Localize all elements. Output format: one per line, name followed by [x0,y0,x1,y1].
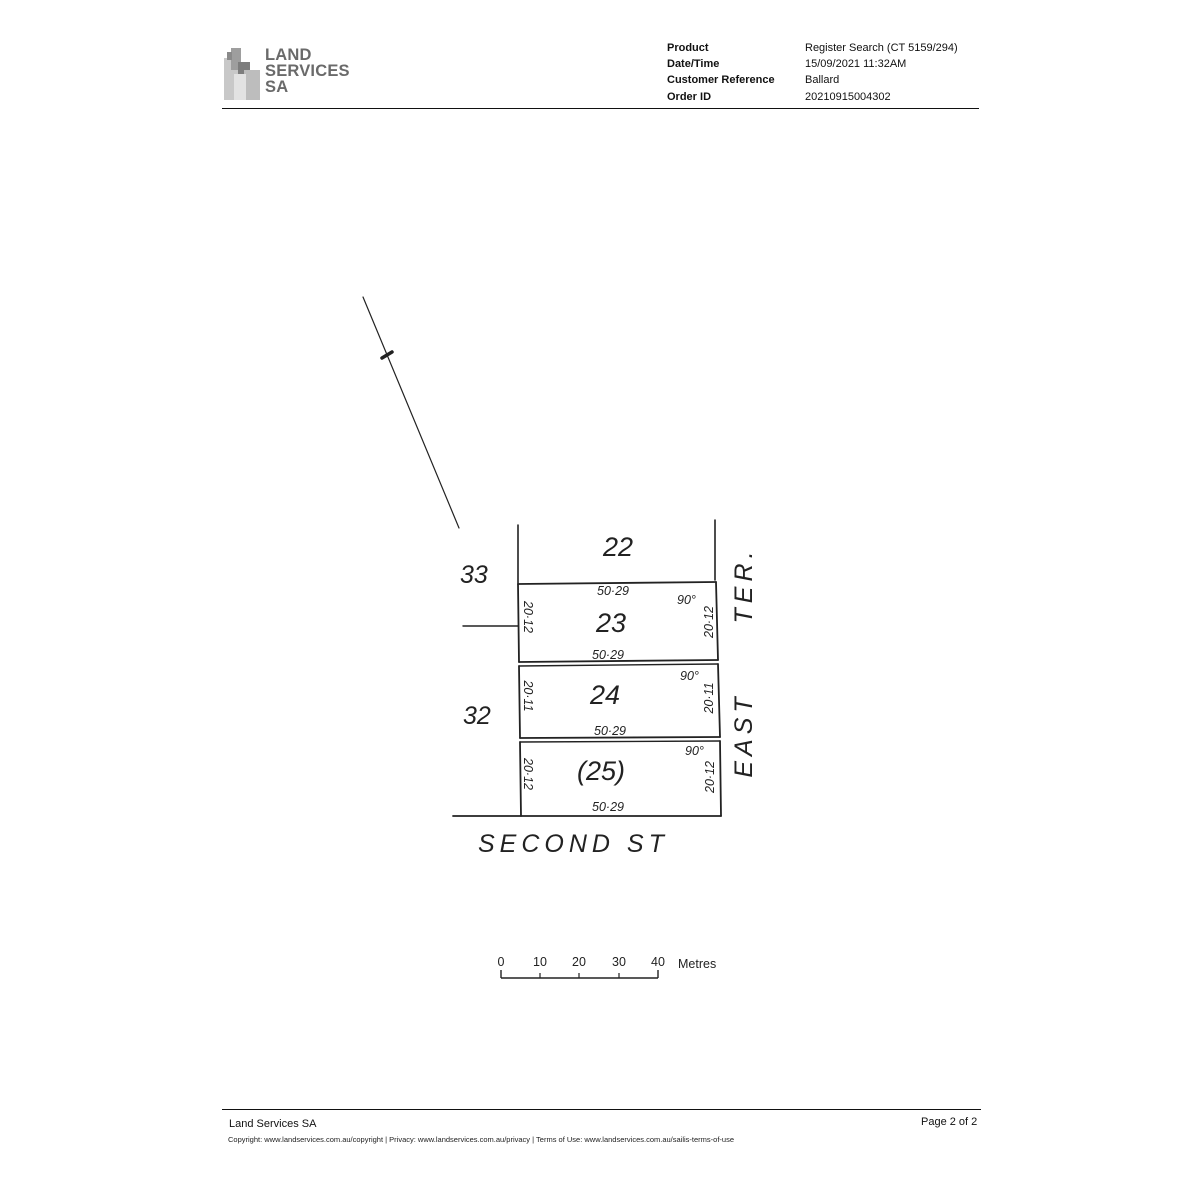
lot-23-bottom-dimension: 50·29 [592,648,624,662]
lot-24-left-boundary [518,665,521,739]
lot-23-right-boundary [715,581,719,661]
street-name-second-st: SECOND ST [478,830,669,858]
lot-25-left-boundary [519,741,522,817]
footer-legal-links: Copyright: www.landservices.com.au/copyr… [228,1135,735,1144]
lot-24-bottom-boundary-double [519,740,721,743]
neighbour-lot-33: 33 [460,561,488,589]
lot-25-right-boundary [719,740,722,817]
neighbour-lot-32: 32 [463,702,491,730]
meta-value: 15/09/2021 11:32AM [805,58,907,71]
lot-23-right-dimension: 20·12 [702,606,716,639]
lot-23-top-boundary [517,581,717,585]
lot-23-bottom-boundary-double [518,663,719,667]
meta-label: Customer Reference [667,74,775,87]
meta-value: Register Search (CT 5159/294) [805,42,958,54]
scale-unit: Metres [678,957,716,971]
meta-value: Ballard [805,74,840,87]
lot-number-22: 22 [602,532,633,562]
lot-23-bottom-boundary [518,659,719,663]
logo-text: LAND SERVICES SA [265,46,350,96]
lot-23-top-dimension: 50·29 [597,584,629,598]
scale-label-30: 30 [612,955,626,969]
land-services-logo: LAND SERVICES SA [224,44,364,100]
footer-divider [222,1109,981,1110]
street-name-east: EAST [730,692,758,777]
scale-label-40: 40 [651,955,665,969]
lot-24-bottom-boundary [519,736,721,739]
lot-number-23: 23 [595,608,626,638]
street-name-ter: TER. [730,547,758,624]
lot-number-25: (25) [577,756,625,786]
lot-25-left-dimension: 20·12 [521,757,535,790]
header-divider [222,108,979,109]
logo-line: SA [265,78,289,96]
lot-23-left-boundary [517,583,520,663]
scale-label-20: 20 [572,955,586,969]
meta-label: Date/Time [667,58,720,71]
lot-23-left-dimension: 20·12 [521,600,535,633]
lot-number-24: 24 [589,680,620,710]
scale-label-0: 0 [498,955,505,969]
lot-24-left-dimension: 20·11 [521,679,535,711]
lot-24-angle: 90° [680,669,699,683]
logo-line: LAND [265,46,312,64]
diagonal-boundary-line [362,296,460,529]
meta-label: Order ID [667,90,712,103]
logo-mark-icon [224,48,260,100]
logo-line: SERVICES [265,62,350,80]
lot-25-angle: 90° [685,744,704,758]
lot-23-angle: 90° [677,593,696,607]
meta-value: 20210915004302 [805,90,891,103]
lot-24-right-boundary [717,663,721,738]
page-number: Page 2 of 2 [921,1116,978,1128]
lot-24-right-dimension: 20·11 [702,682,716,714]
lot-25-bottom-dimension: 50·29 [592,800,624,814]
scale-label-10: 10 [533,955,547,969]
footer-organisation: Land Services SA [229,1118,317,1130]
meta-label: Product [667,42,709,54]
lot-25-right-dimension: 20·12 [703,761,717,794]
scale-bar: 0 10 20 30 40 Metres [498,955,716,979]
lot-24-bottom-dimension: 50·29 [594,724,626,738]
boundary-tick-mark [380,350,394,360]
